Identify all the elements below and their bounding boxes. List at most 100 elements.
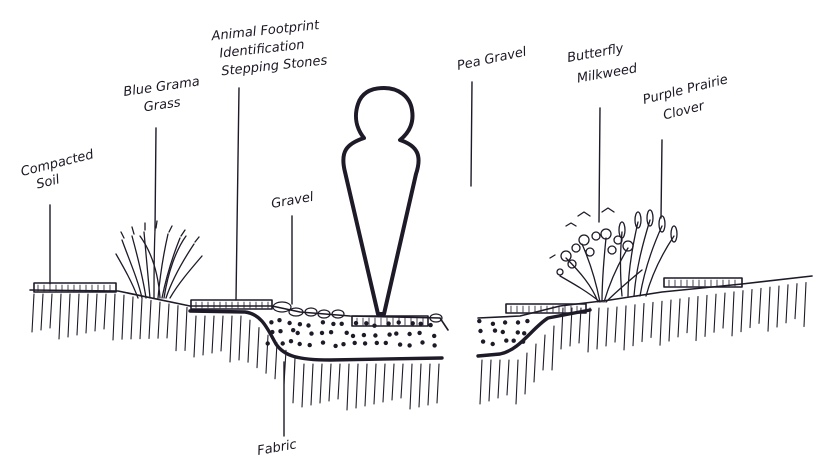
gravel-dot [287,321,291,325]
soil-tick [705,295,707,336]
gravel-dot [306,323,310,327]
soil-tick [122,295,124,339]
soil-tick [86,294,88,333]
gravel-dot [309,331,313,335]
label-fabric: Fabric [256,437,298,459]
milkweed-line-1: Butterfly [566,41,625,66]
gravel-dot [525,319,529,323]
gravel-dot [270,330,274,334]
soil-tick [329,364,331,401]
right-section-panel [471,82,812,404]
label-milkweed: Butterfly Milkweed [566,39,639,87]
soil-tick [392,364,394,400]
gravel-dot [522,331,526,335]
soil-tick [68,294,70,337]
gravel-dot [521,340,525,344]
gravel-dot [281,341,285,345]
soil-tick [759,288,761,323]
gravel-dot [516,320,520,324]
fabric-line-1: Fabric [256,437,298,459]
gravel-dot [432,343,436,347]
soil-tick [167,304,169,338]
soil-tick [95,294,97,331]
gravel-dot [269,320,273,324]
soil-tick [615,307,617,342]
soil-tick [275,343,277,379]
stepping-stone-middle [191,300,272,309]
gravel-dot [516,330,520,334]
pea-gravel-fill [477,319,530,346]
gravel-dot [340,322,344,326]
gravel-dot [491,322,495,326]
pea-gravel-line-1: Pea Gravel [456,44,529,73]
label-prairie-clover: Purple Prairie Clover [641,72,734,127]
soil-tick [410,364,412,409]
gravel-dot [493,328,497,332]
gravel-dot [501,330,505,334]
blue-grama-line-1: Blue Grama [122,74,200,100]
label-blue-grama: Blue Grama Grass [122,74,203,117]
gravel-dot [277,318,281,322]
gravel-dot [308,343,312,347]
soil-tick [480,360,482,404]
gravel-dot [364,321,368,325]
gravel-dot [345,331,349,335]
right-ground-line [478,276,812,318]
soil-tick [347,364,349,410]
soil-tick [588,308,590,352]
soil-tick [239,316,241,360]
soil-tick [714,294,716,332]
soil-tick [302,364,304,407]
gravel-dot [375,341,379,345]
gravel-dot [320,331,324,335]
label-animal-stones: Animal Footprint Identification Stepping… [210,17,328,80]
soil-tick [552,326,554,370]
soil-tick [374,364,376,404]
soil-tick [131,297,133,339]
soil-tick [248,320,250,362]
soil-tick [293,358,295,403]
gravel-dot [266,341,270,345]
soil-tick [338,364,340,399]
soil-tick [185,307,187,350]
gravel-dot [491,342,495,346]
soil-tick [230,316,232,362]
gravel-dot [481,339,485,343]
gravel-dot [296,331,300,335]
gravel-dot [407,343,411,347]
soil-tick [50,294,52,328]
gravel-dot [417,331,421,335]
soil-tick [41,294,43,330]
soil-tick [320,364,322,403]
soil-tick [642,304,644,342]
soil-tick [140,299,142,339]
soil-tick [311,364,313,405]
gravel-dot [384,341,388,345]
soil-tick [77,294,79,335]
gravel-dot [341,342,345,346]
soil-tick [401,364,403,398]
gravel-dot [354,321,358,325]
blue-grama-grass [116,221,202,298]
gravel-dot [321,320,325,324]
soil-tick [804,283,806,327]
gravel-dot [477,319,481,323]
soil-tick [419,364,421,407]
soil-tick [149,300,151,338]
gravel-dot [278,329,282,333]
soil-tick [221,316,223,351]
purple-prairie-clover [619,210,677,296]
soil-tick [786,285,788,323]
soil-tick [525,353,527,394]
gravel-dot [407,332,411,336]
soil-tick [104,294,106,329]
fabric-liner [190,311,442,360]
prairie-clover-line-2: Clover [662,98,708,123]
soil-tick [606,308,608,346]
soil-tick [777,286,779,327]
soil-tick [59,294,61,339]
soil-tick [696,297,698,341]
gravel-dot [420,340,424,344]
right-leader-lines [471,82,662,222]
